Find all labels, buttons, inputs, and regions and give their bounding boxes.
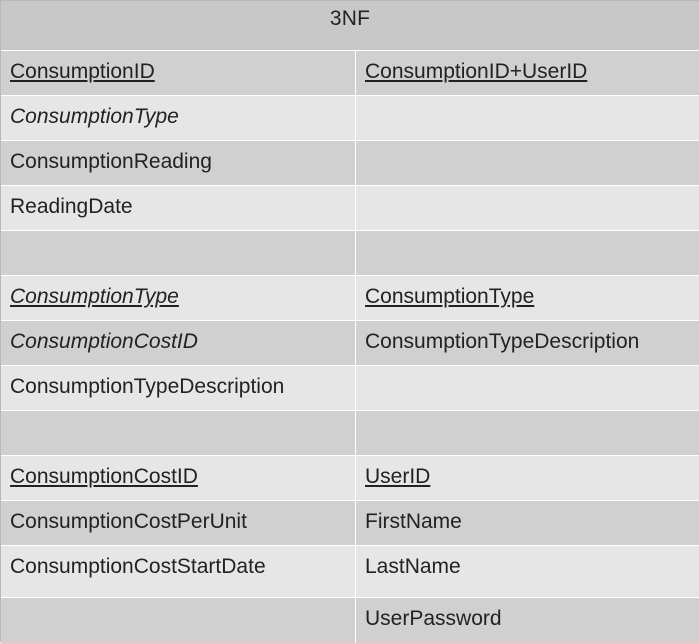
table-cell-right: [356, 366, 699, 410]
table-cell-right: UserPassword: [365, 607, 502, 630]
table-cell-right: [356, 411, 699, 455]
table-cell-right: [356, 186, 699, 230]
table-row: UserPassword: [1, 598, 699, 643]
table-row: ConsumptionCostPerUnit FirstName: [1, 501, 699, 546]
table-cell-left: ConsumptionCostID: [1, 456, 356, 500]
table-row: ConsumptionCostID ConsumptionTypeDescrip…: [1, 321, 699, 366]
table-cell-right: [356, 96, 699, 140]
table-title: 3NF: [1, 1, 699, 51]
table-cell-right: FirstName: [365, 510, 462, 533]
table-cell-right: [356, 231, 699, 275]
table-cell-right: [356, 141, 699, 185]
table-row: ConsumptionType: [1, 96, 699, 141]
table-cell-right: LastName: [365, 555, 461, 578]
table-row: ConsumptionCostID UserID: [1, 456, 699, 501]
table-row: ConsumptionTypeDescription: [1, 366, 699, 411]
table-row: ConsumptionReading: [1, 141, 699, 186]
table-cell-right: ConsumptionID+UserID: [365, 60, 588, 83]
table-cell-left: ConsumptionReading: [1, 141, 356, 185]
table-cell-right: ConsumptionTypeDescription: [365, 330, 640, 353]
table-cell-left: ConsumptionType: [1, 276, 356, 320]
table-row: [1, 231, 699, 276]
table-cell-left: [1, 411, 356, 455]
table-row: ConsumptionType ConsumptionType: [1, 276, 699, 321]
table-cell-left: ConsumptionID: [1, 51, 356, 95]
table-row: ReadingDate: [1, 186, 699, 231]
column-divider: [355, 51, 356, 643]
table-cell-left: ConsumptionType: [1, 96, 356, 140]
table-cell-left: ConsumptionTypeDescription: [1, 366, 356, 410]
table-cell-right: UserID: [365, 465, 431, 488]
table-row: ConsumptionCostStartDate LastName: [1, 546, 699, 598]
table-cell-left: ConsumptionCostStartDate: [1, 546, 356, 597]
table-cell-left: ConsumptionCostPerUnit: [1, 501, 356, 545]
table-cell-left: ConsumptionCostID: [1, 321, 356, 365]
table-cell-left: [1, 231, 356, 275]
table-cell-left: ReadingDate: [1, 186, 356, 230]
table-row: ConsumptionID ConsumptionID+UserID: [1, 51, 699, 96]
table-cell-right: ConsumptionType: [365, 285, 535, 308]
table-row: [1, 411, 699, 456]
table-cell-left: [1, 598, 356, 643]
